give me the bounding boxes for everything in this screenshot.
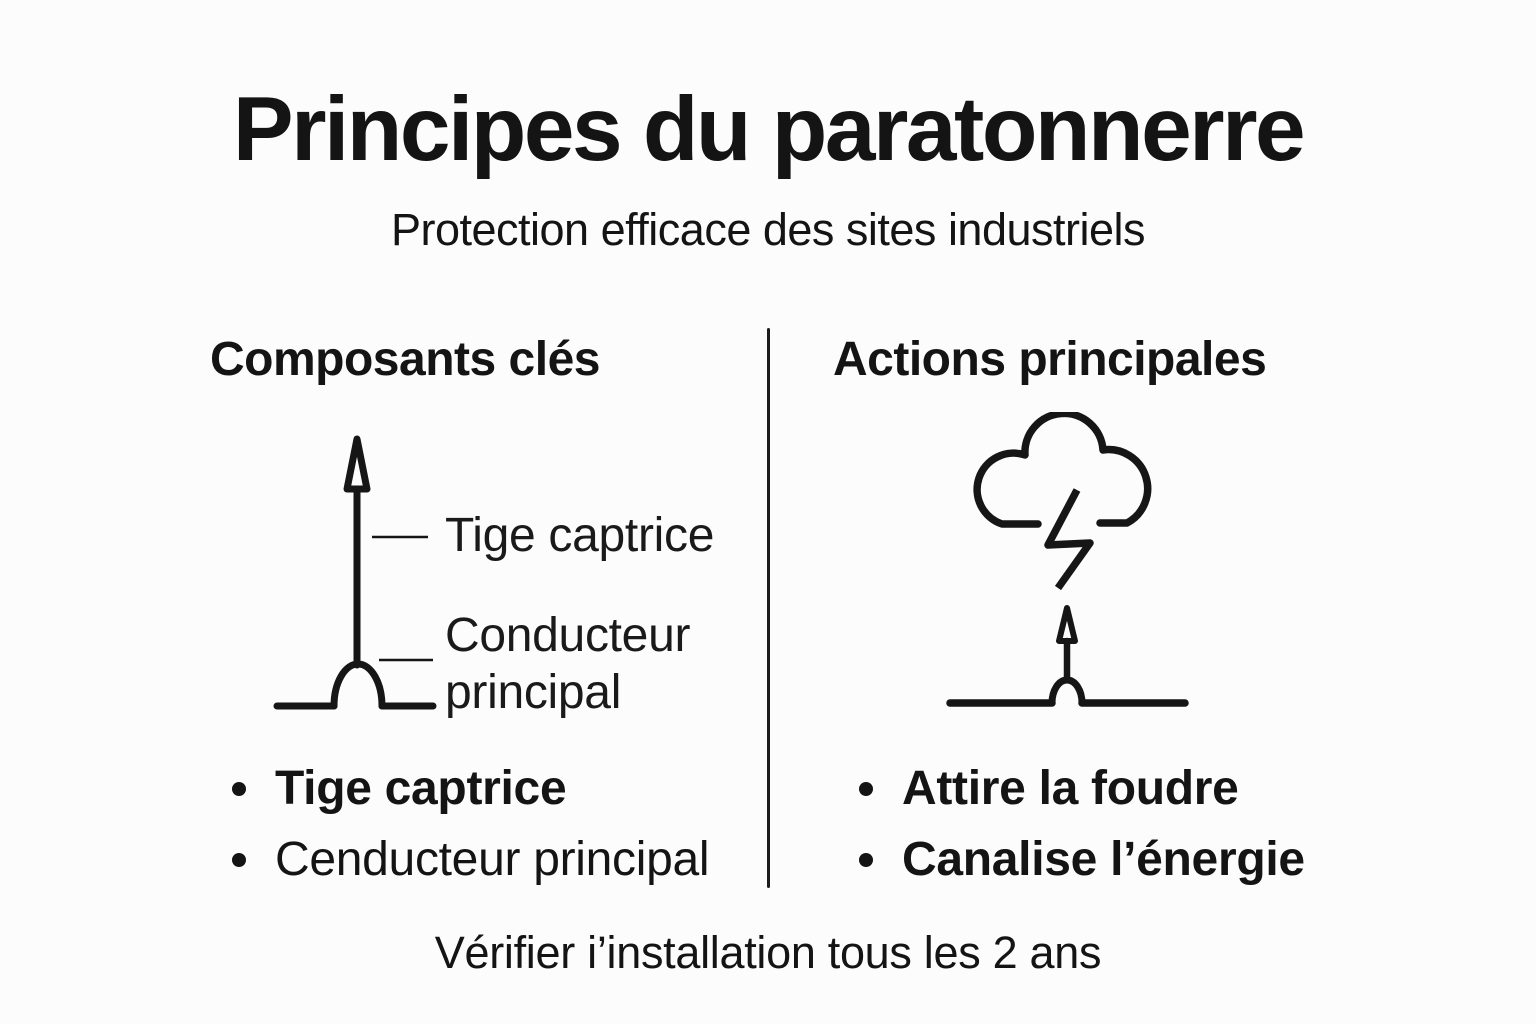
bullet-dot-icon	[859, 781, 873, 796]
diagram-label-rod: Tige captrice	[445, 509, 715, 562]
list-item-label: Attire la foudre	[902, 761, 1239, 815]
column-divider	[767, 328, 770, 888]
footer-note: Vérifier i’installation tous les 2 ans	[434, 927, 1102, 978]
right-bullet-list: Attire la foudre Canalise l’énergie	[859, 753, 1305, 895]
list-item: Tige captrice	[232, 753, 709, 824]
left-bullet-list: Tige captrice Cenducteur principal	[232, 753, 710, 895]
rod-tip-icon	[343, 435, 371, 493]
page-subtitle: Protection efficace des sites industriel…	[390, 204, 1146, 255]
list-item: Attire la foudre	[859, 753, 1305, 824]
storm-cloud-icon	[973, 412, 1152, 528]
list-item-label: Canalise l’énergie	[902, 832, 1305, 886]
list-item-label: Tige captrice	[275, 761, 567, 815]
small-rod-base-dome	[1048, 676, 1086, 707]
list-item-label: Cenducteur principal	[275, 832, 710, 886]
list-item: Cenducteur principal	[232, 824, 710, 895]
list-item: Canalise l’énergie	[859, 824, 1305, 895]
lightning-rod-diagram-icon	[273, 435, 437, 710]
bullet-dot-icon	[232, 852, 246, 867]
diagram-label-conductor: Conducteur principal	[445, 609, 691, 719]
bullet-dot-icon	[859, 852, 873, 867]
left-column-heading: Composants clés	[210, 333, 600, 386]
bullet-dot-icon	[232, 781, 246, 796]
storm-cloud-lightning-icon	[946, 412, 1189, 707]
right-column-heading: Actions principales	[833, 333, 1267, 386]
lightning-bolt-icon	[1044, 488, 1094, 591]
small-rod-tip-icon	[1056, 605, 1078, 644]
rod-base-dome	[330, 660, 386, 710]
page-title: Principes du paratonnerre	[232, 79, 1306, 180]
